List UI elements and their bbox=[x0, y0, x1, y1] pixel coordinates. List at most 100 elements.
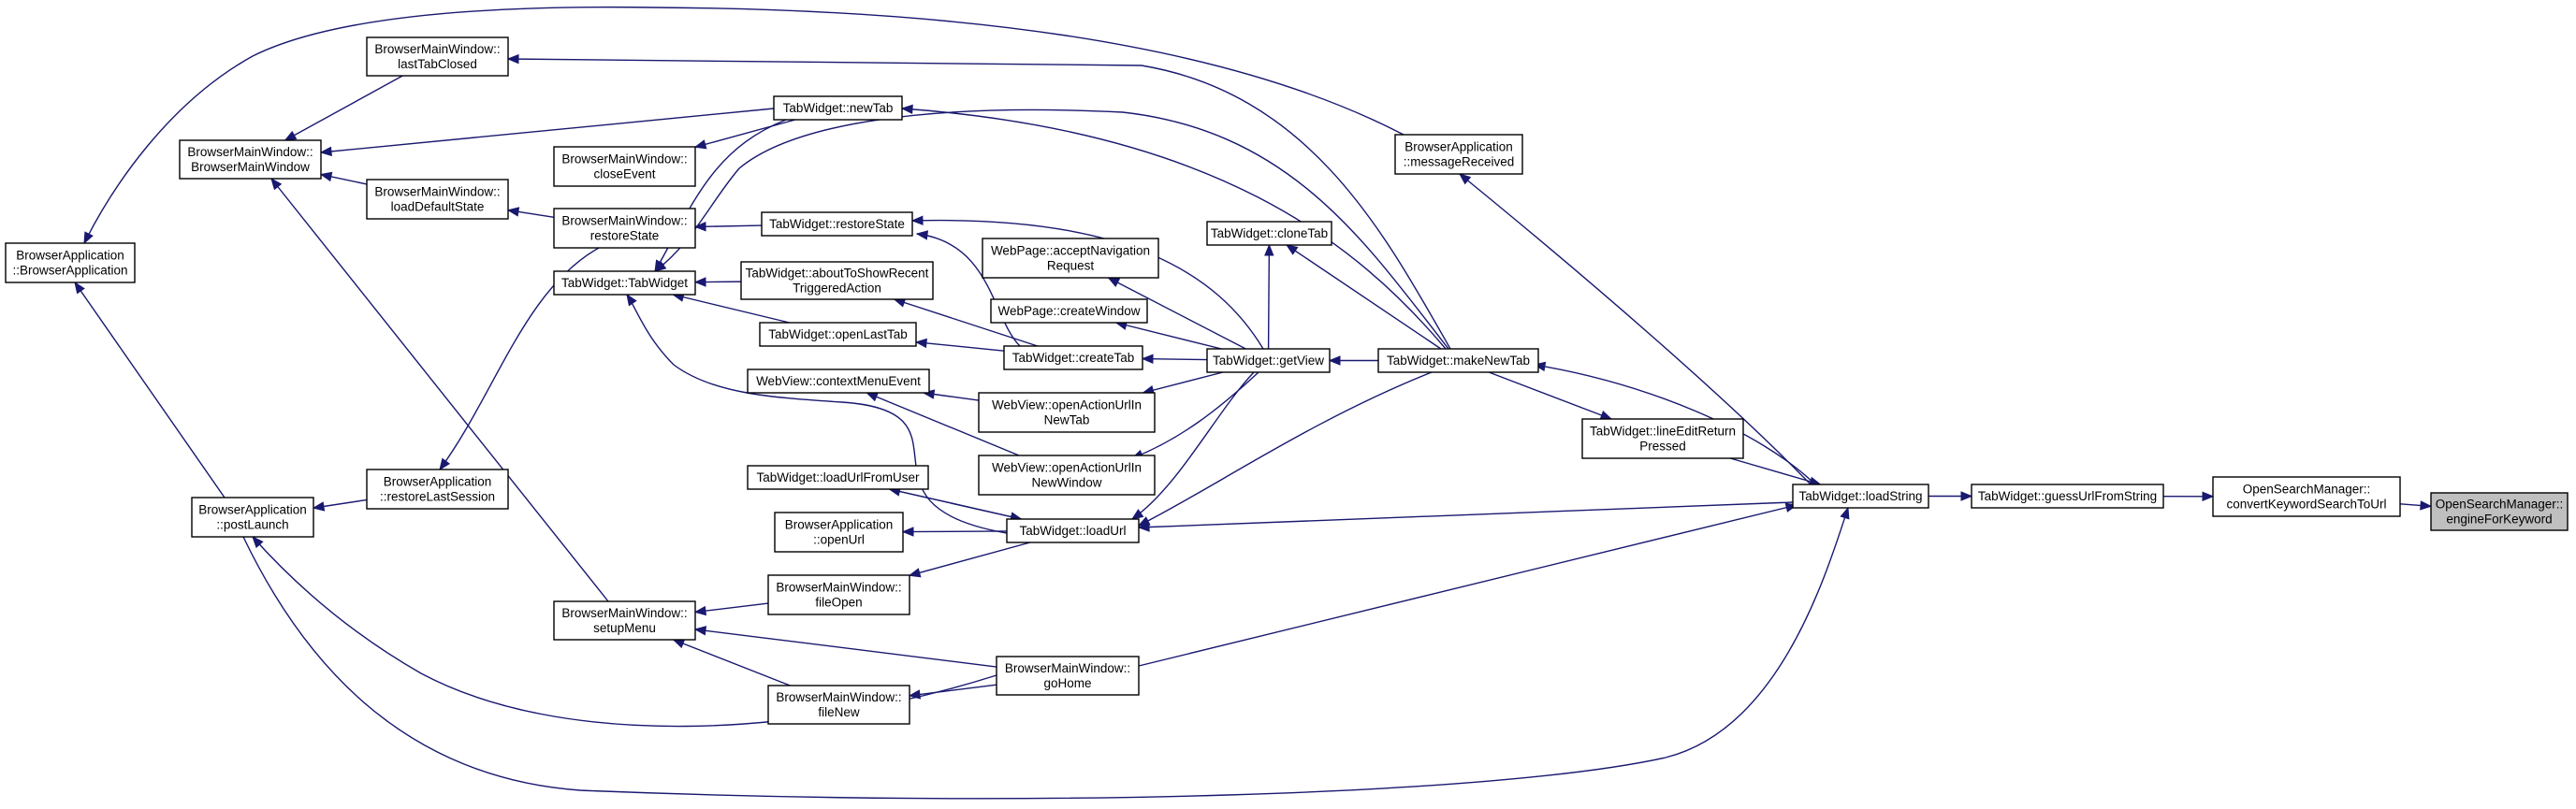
node-label: setupMenu bbox=[593, 621, 656, 635]
node-label: convertKeywordSearchToUrl bbox=[2226, 498, 2386, 512]
node-label: Request bbox=[1047, 259, 1095, 273]
node-closeEvent[interactable]: BrowserMainWindow::closeEvent bbox=[553, 146, 696, 187]
edge-makeNewTab-to-cloneTab bbox=[1286, 244, 1442, 350]
edge-restoreState-to-bmwRestoreState bbox=[694, 224, 763, 228]
node-box bbox=[767, 685, 910, 725]
node-loadUrlFromUser[interactable]: TabWidget::loadUrlFromUser bbox=[747, 465, 929, 490]
edge-makeNewTab-to-lineEdit bbox=[1488, 371, 1612, 420]
node-makeNewTab[interactable]: TabWidget::makeNewTab bbox=[1377, 348, 1539, 373]
node-createTab[interactable]: TabWidget::createTab bbox=[1003, 345, 1143, 370]
node-restoreLastSession[interactable]: BrowserApplication::restoreLastSession bbox=[366, 469, 509, 510]
edge-newTab-to-closeEvent bbox=[694, 119, 796, 148]
node-box bbox=[1394, 134, 1523, 175]
node-fileOpen[interactable]: BrowserMainWindow::fileOpen bbox=[767, 574, 910, 615]
edge-lineEdit-to-loadString bbox=[1730, 457, 1821, 485]
node-label: BrowserMainWindow:: bbox=[1005, 661, 1130, 675]
node-label: engineForKeyword bbox=[2446, 513, 2552, 527]
node-guess[interactable]: TabWidget::guessUrlFromString bbox=[1971, 484, 2164, 509]
node-tabWidgetCtor[interactable]: TabWidget::TabWidget bbox=[553, 270, 696, 296]
node-contextMenu[interactable]: WebView::contextMenuEvent bbox=[747, 368, 930, 394]
edge-newTab-to-tabWidgetCtor bbox=[654, 119, 787, 272]
edge-arrowhead bbox=[910, 215, 924, 225]
node-openLastTab[interactable]: TabWidget::openLastTab bbox=[759, 322, 917, 347]
node-box bbox=[366, 469, 509, 510]
node-box bbox=[179, 139, 322, 180]
edge-arrowhead bbox=[1960, 491, 1973, 501]
node-box bbox=[740, 261, 934, 300]
edge-loadUrl-to-fileOpen bbox=[909, 542, 1031, 576]
node-goHome[interactable]: BrowserMainWindow::goHome bbox=[996, 656, 1140, 696]
edge-fileNew-to-setupMenu bbox=[673, 639, 791, 686]
node-label: TabWidget::loadUrl bbox=[1019, 524, 1126, 538]
edge-createTab-to-restoreState bbox=[916, 233, 1021, 347]
node-bmwRestoreState[interactable]: BrowserMainWindow::restoreState bbox=[553, 208, 696, 249]
node-box bbox=[2430, 492, 2569, 531]
edge-setupMenu-to-bmwCtor bbox=[270, 178, 609, 602]
node-fileNew[interactable]: BrowserMainWindow::fileNew bbox=[767, 685, 910, 725]
node-label: restoreState bbox=[590, 229, 660, 243]
edge-arrowhead bbox=[439, 457, 451, 471]
node-label: WebView::openActionUrlIn bbox=[992, 398, 1142, 412]
edge-arrowhead bbox=[901, 527, 914, 537]
node-openUrl[interactable]: BrowserApplication::openUrl bbox=[774, 512, 904, 553]
edge-arrowhead bbox=[270, 177, 283, 191]
edge-arrowhead bbox=[1107, 277, 1121, 287]
edge-createTab-to-openLastTab bbox=[915, 341, 1005, 352]
edge-getView-to-openNewWindow bbox=[1131, 371, 1259, 459]
edge-msgRecv-to-baCtor bbox=[83, 6, 1404, 244]
node-aboutToShow[interactable]: TabWidget::aboutToShowRecentTriggeredAct… bbox=[740, 261, 934, 300]
edge-arrowhead bbox=[626, 293, 637, 307]
edges-layer bbox=[74, 6, 2433, 800]
node-label: WebPage::createWindow bbox=[997, 304, 1140, 318]
node-label: TabWidget::aboutToShowRecent bbox=[746, 267, 929, 281]
node-restoreState[interactable]: TabWidget::restoreState bbox=[761, 211, 913, 237]
edge-arrowhead bbox=[506, 207, 520, 217]
node-label: ::messageReceived bbox=[1404, 155, 1515, 169]
edge-loadUrl-to-openUrl bbox=[902, 530, 1008, 533]
edge-arrowhead bbox=[1285, 244, 1299, 255]
edge-arrowhead bbox=[693, 139, 707, 150]
node-label: TabWidget::createTab bbox=[1012, 351, 1135, 365]
node-label: BrowserMainWindow:: bbox=[561, 214, 687, 228]
edge-getView-to-acceptNav bbox=[1108, 277, 1246, 350]
node-getView[interactable]: TabWidget::getView bbox=[1206, 348, 1331, 373]
node-convert[interactable]: OpenSearchManager::convertKeywordSearchT… bbox=[2212, 476, 2401, 517]
node-box bbox=[1971, 484, 2164, 509]
node-label: BrowserMainWindow:: bbox=[561, 606, 687, 620]
node-label: BrowserApplication bbox=[198, 503, 307, 517]
node-postLaunch[interactable]: BrowserApplication::postLaunch bbox=[191, 497, 314, 538]
node-box bbox=[1006, 518, 1140, 543]
node-loadString[interactable]: TabWidget::loadString bbox=[1792, 484, 1929, 509]
edge-makeNewTab-to-lastTabClosed bbox=[507, 58, 1451, 350]
node-label: TabWidget::loadString bbox=[1798, 489, 1922, 503]
node-setupMenu[interactable]: BrowserMainWindow::setupMenu bbox=[553, 600, 696, 641]
edge-arrowhead bbox=[1599, 410, 1613, 420]
node-cloneTab[interactable]: TabWidget::cloneTab bbox=[1206, 221, 1332, 246]
node-label: ::postLaunch bbox=[216, 518, 288, 532]
node-label: TabWidget::TabWidget bbox=[561, 276, 688, 290]
node-newTab[interactable]: TabWidget::newTab bbox=[773, 95, 903, 121]
edge-goHome-to-fileNew bbox=[909, 684, 997, 697]
edge-arrowhead bbox=[319, 146, 332, 157]
node-msgRecv[interactable]: BrowserApplication::messageReceived bbox=[1394, 134, 1523, 175]
node-loadDefaultState[interactable]: BrowserMainWindow::loadDefaultState bbox=[366, 179, 509, 220]
node-label: TabWidget::lineEditReturn bbox=[1590, 425, 1736, 439]
node-label: BrowserMainWindow:: bbox=[374, 185, 500, 199]
edge-openNewWindow-to-contextMenu bbox=[866, 392, 1020, 456]
node-engine[interactable]: OpenSearchManager::engineForKeyword bbox=[2430, 492, 2569, 531]
node-box bbox=[982, 238, 1159, 279]
node-lastTabClosed[interactable]: BrowserMainWindow::lastTabClosed bbox=[366, 36, 509, 77]
node-baCtor[interactable]: BrowserApplication::BrowserApplication bbox=[5, 242, 136, 283]
node-loadUrl[interactable]: TabWidget::loadUrl bbox=[1006, 518, 1140, 543]
node-label: BrowserMainWindow:: bbox=[776, 690, 901, 704]
node-createWindow[interactable]: WebPage::createWindow bbox=[990, 298, 1148, 324]
edge-loadString-to-loadUrl bbox=[1138, 501, 1794, 528]
node-label: BrowserMainWindow:: bbox=[187, 145, 313, 159]
node-box bbox=[1792, 484, 1929, 509]
node-bmwCtor[interactable]: BrowserMainWindow::BrowserMainWindow bbox=[179, 139, 322, 180]
node-label: NewTab bbox=[1044, 413, 1090, 427]
